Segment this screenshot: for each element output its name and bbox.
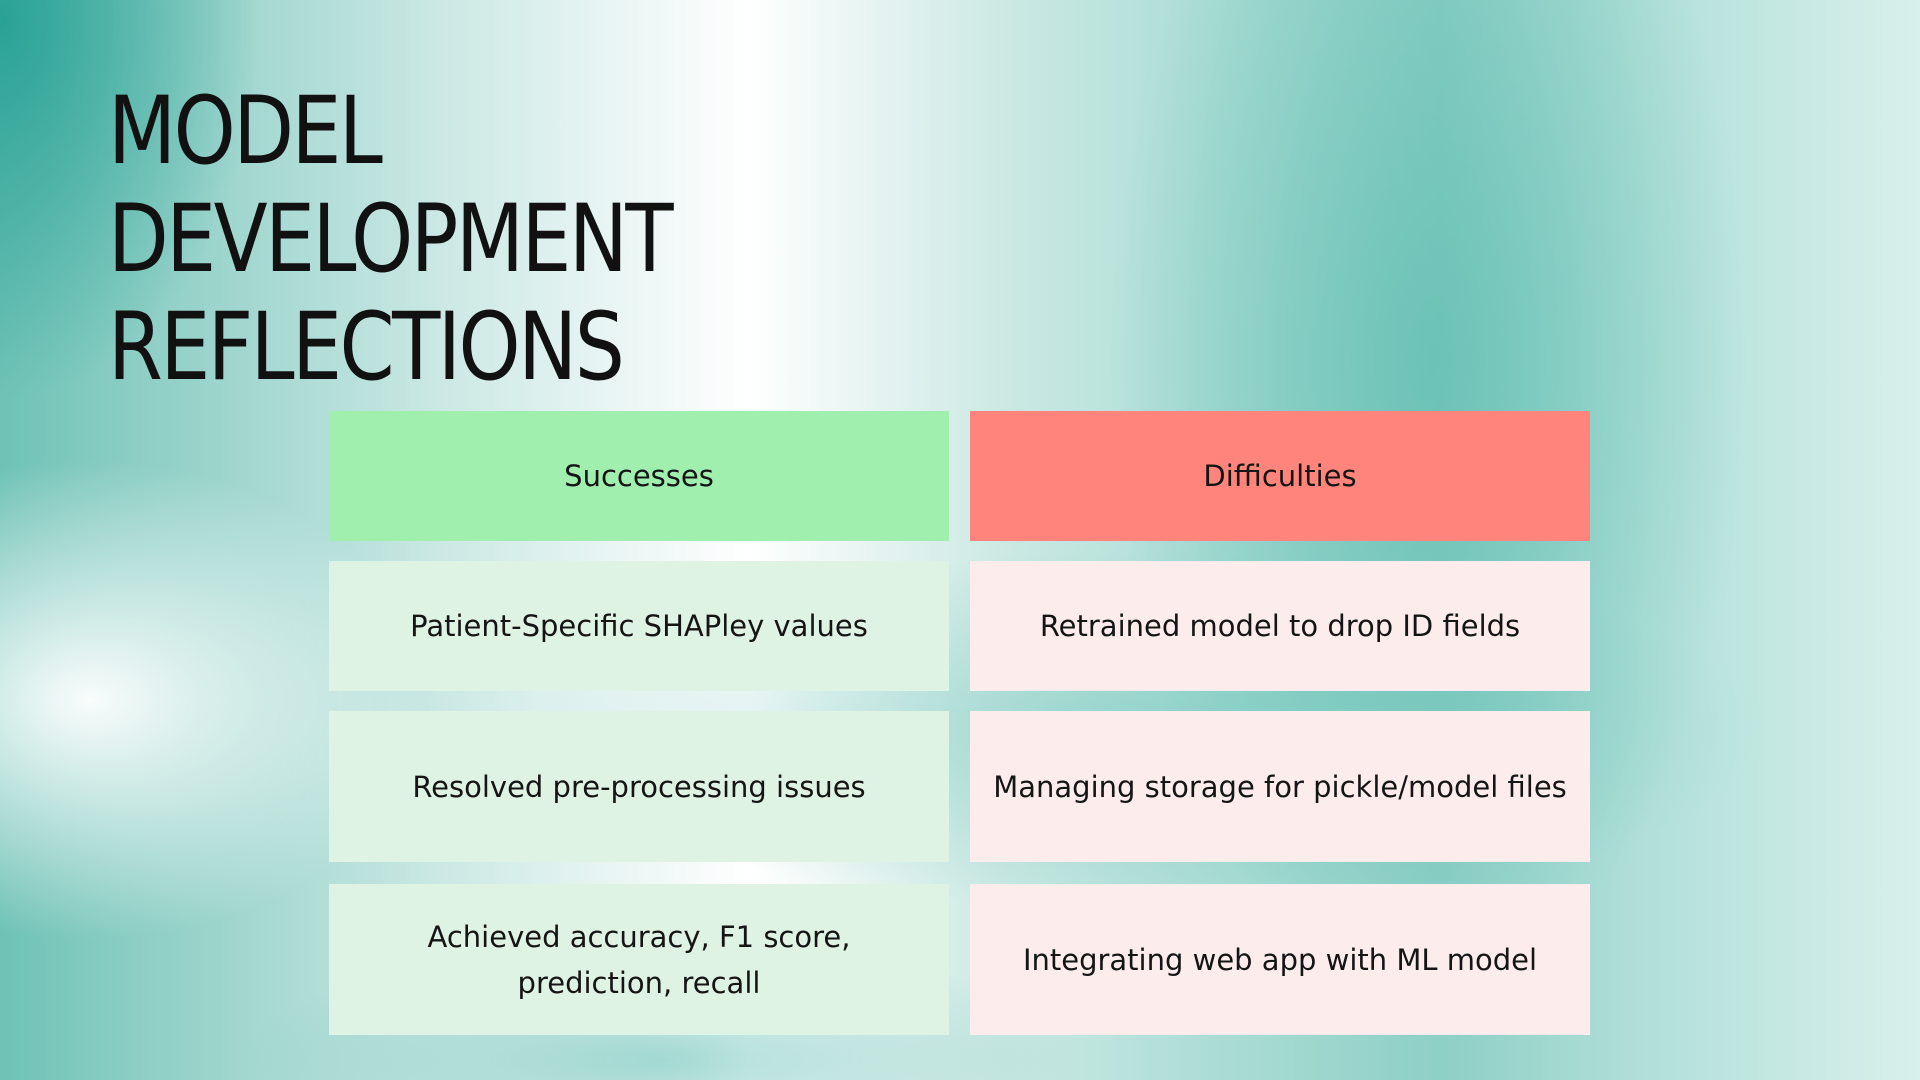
- success-text-1: Patient-Specific SHAPley values: [410, 609, 868, 643]
- title-line-1: MODEL: [108, 77, 383, 186]
- difficulties-header-label: Difficulties: [1203, 459, 1357, 493]
- success-cell-1: Patient-Specific SHAPley values: [329, 561, 949, 691]
- success-text-2: Resolved pre-processing issues: [412, 769, 866, 804]
- difficulty-cell-2: Managing storage for pickle/model files: [970, 711, 1590, 862]
- difficulty-text-1: Retrained model to drop ID fields: [1039, 609, 1521, 643]
- title-line-2: DEVELOPMENT: [108, 185, 674, 294]
- success-cell-3: Achieved accuracy, F1 score, prediction,…: [329, 884, 949, 1035]
- difficulty-cell-3: Integrating web app with ML model: [970, 884, 1590, 1035]
- success-cell-2: Resolved pre-processing issues: [329, 711, 949, 862]
- success-text-3: Achieved accuracy, F1 score, prediction,…: [427, 919, 851, 1000]
- successes-header-label: Successes: [564, 459, 714, 493]
- difficulty-text-2: Managing storage for pickle/model files: [993, 769, 1567, 804]
- title-line-3: REFLECTIONS: [108, 293, 625, 402]
- difficulty-text-3: Integrating web app with ML model: [1022, 942, 1538, 977]
- slide-title: MODEL DEVELOPMENT REFLECTIONS: [108, 77, 674, 402]
- difficulty-cell-1: Retrained model to drop ID fields: [970, 561, 1590, 691]
- successes-header: Successes: [329, 411, 949, 541]
- difficulties-header: Difficulties: [970, 411, 1590, 541]
